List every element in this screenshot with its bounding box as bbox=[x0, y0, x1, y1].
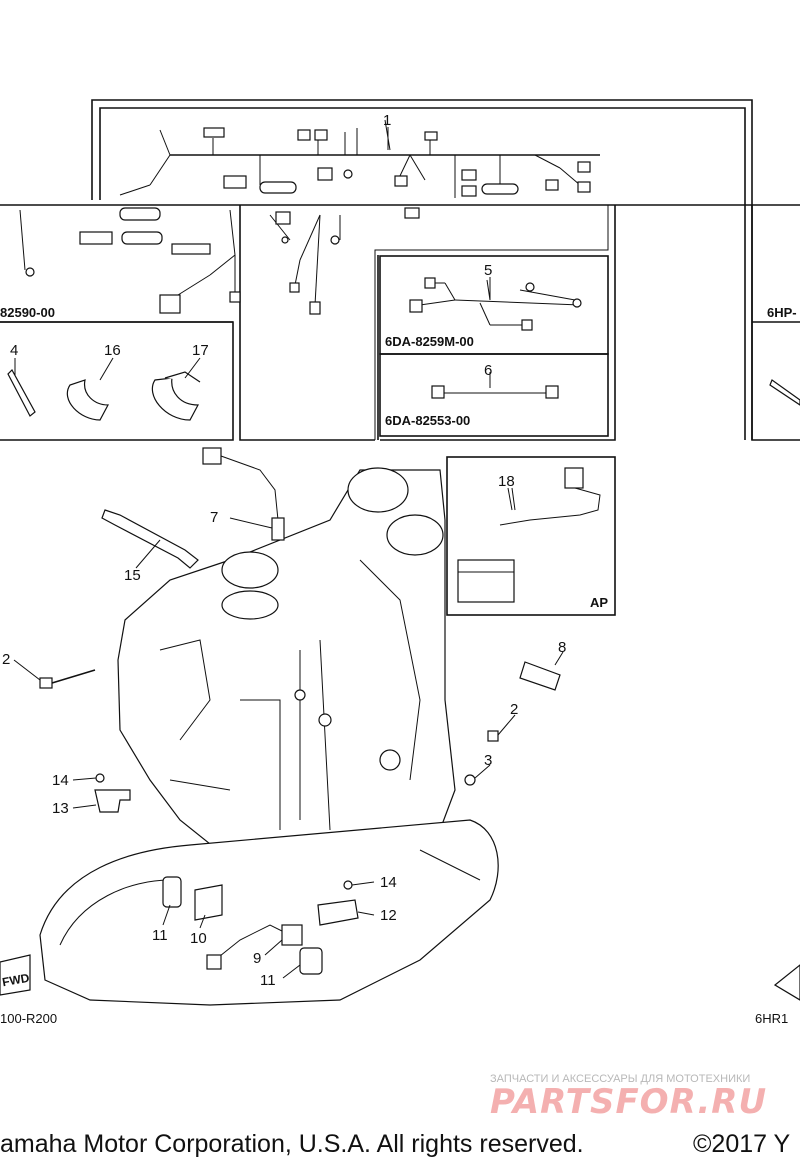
code-sub-harness-6: 6DA-82553-00 bbox=[385, 413, 470, 428]
callout-6: 6 bbox=[484, 362, 492, 379]
code-sub-harness-5: 6DA-8259M-00 bbox=[385, 334, 474, 349]
code-right-partial: 6HP- bbox=[767, 305, 797, 320]
callout-10: 10 bbox=[190, 930, 207, 947]
callout-11-right: 11 bbox=[260, 972, 276, 989]
callout-18: 18 bbox=[498, 473, 515, 490]
sub-harness-5 bbox=[409, 277, 582, 331]
callout-4: 4 bbox=[10, 342, 18, 359]
callout-7: 7 bbox=[210, 509, 218, 526]
callout-15: 15 bbox=[124, 567, 141, 584]
ap-box bbox=[446, 456, 616, 616]
footer-rights: amaha Motor Corporation, U.S.A. All righ… bbox=[0, 1130, 584, 1158]
main-wire-harness bbox=[19, 119, 600, 315]
callout-13: 13 bbox=[52, 800, 69, 817]
callout-12: 12 bbox=[380, 907, 397, 924]
callout-11-left: 11 bbox=[152, 927, 168, 944]
code-right-bottom: 6HR1 bbox=[755, 1011, 788, 1026]
watermark-tagline: ЗАПЧАСТИ И АКСЕССУАРЫ ДЛЯ МОТОТЕХНИКИ bbox=[490, 1073, 750, 1085]
harness-frame bbox=[0, 99, 800, 441]
leader-lines bbox=[13, 127, 564, 979]
fwd-label: FWD bbox=[1, 971, 31, 990]
callout-2-left: 2 bbox=[2, 651, 10, 668]
code-left-harness: 82590-00 bbox=[0, 305, 55, 320]
callout-2-right: 2 bbox=[510, 701, 518, 718]
sub-harness-6 bbox=[431, 385, 559, 399]
callout-3: 3 bbox=[484, 752, 492, 769]
engine-parts bbox=[39, 447, 561, 975]
callout-14-left: 14 bbox=[52, 772, 69, 789]
footer-copyright: ©2017 Y bbox=[693, 1130, 791, 1158]
engine-block bbox=[117, 467, 456, 876]
callout-9: 9 bbox=[253, 950, 261, 967]
callout-8: 8 bbox=[558, 639, 566, 656]
callout-14-right: 14 bbox=[380, 874, 397, 891]
ap-label: AP bbox=[590, 595, 608, 610]
callout-17: 17 bbox=[192, 342, 209, 359]
watermark-logo: PARTSFOR.RU bbox=[490, 1082, 767, 1122]
code-left-bottom: 100-R200 bbox=[0, 1011, 57, 1026]
bottom-cowling bbox=[0, 819, 800, 1006]
band-and-holders bbox=[7, 369, 800, 421]
callout-16: 16 bbox=[104, 342, 121, 359]
callout-1: 1 bbox=[383, 112, 391, 129]
callout-5: 5 bbox=[484, 262, 492, 279]
